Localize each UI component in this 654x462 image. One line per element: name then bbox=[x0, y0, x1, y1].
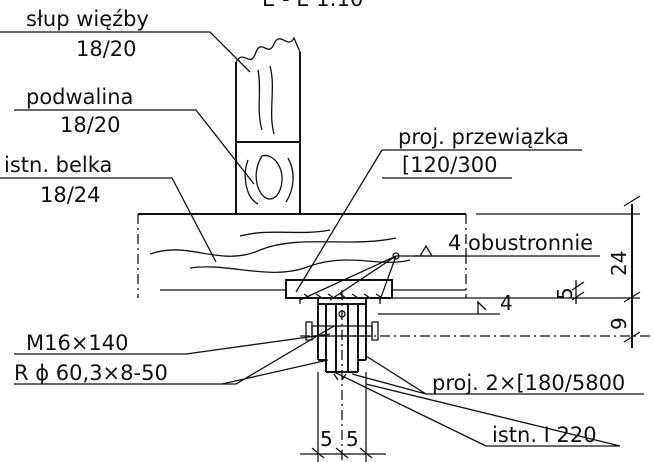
dimension-5-bottom-left: 5 bbox=[320, 427, 333, 451]
dimension-5-bottom-right: 5 bbox=[346, 427, 359, 451]
sill-section bbox=[235, 141, 301, 215]
dimension-5-right: 5 bbox=[553, 287, 577, 300]
sill-size: 18/20 bbox=[60, 113, 121, 137]
existing-beam-section bbox=[137, 213, 467, 298]
ibeam-label: istn. I 220 bbox=[492, 423, 597, 447]
stud-size: 18/20 bbox=[76, 37, 137, 61]
stud-post bbox=[235, 36, 301, 142]
beam-label: istn. belka bbox=[4, 153, 112, 177]
stud-label: słup więźby bbox=[26, 7, 149, 31]
bolt-label: M16×140 bbox=[26, 331, 129, 355]
connector-size: [120/300 bbox=[402, 153, 497, 177]
weld-label: 4 obustronnie bbox=[448, 231, 593, 255]
dimension-24: 24 bbox=[607, 251, 631, 276]
connector-label: proj. przewiązka bbox=[398, 125, 569, 149]
beam-size: 18/24 bbox=[40, 183, 101, 207]
sill-label: podwalina bbox=[26, 85, 133, 109]
pipe-label: R ϕ 60,3×8-50 bbox=[14, 361, 168, 385]
connector-channel-plate bbox=[285, 279, 393, 304]
section-title: E - E 1:10 bbox=[262, 0, 363, 11]
dimension-4: 4 bbox=[500, 291, 513, 315]
channels-label: proj. 2×[180/5800 bbox=[432, 371, 625, 395]
dimension-9: 9 bbox=[607, 317, 631, 330]
